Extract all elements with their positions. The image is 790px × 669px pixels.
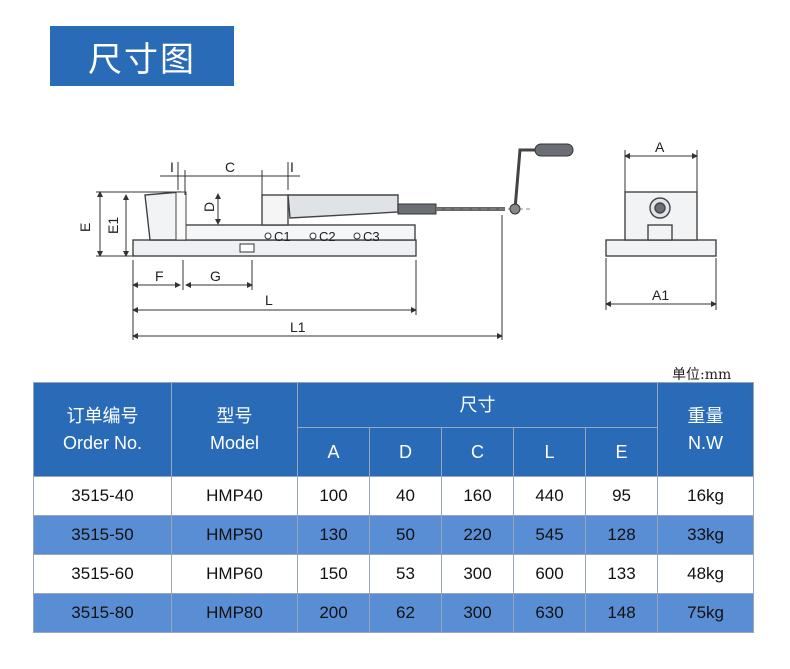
label-G: G	[210, 268, 221, 284]
cell-D: 50	[369, 515, 442, 555]
label-E: E	[77, 223, 93, 232]
cell-E: 148	[584, 593, 659, 633]
label-F: F	[155, 268, 164, 284]
label-D: D	[201, 202, 217, 212]
table-row: 3515-50 HMP50 130 50 220 545 128 33kg	[33, 515, 755, 555]
cell-weight: 48kg	[657, 554, 755, 594]
label-C1: C1	[274, 229, 291, 244]
table-row: 3515-40 HMP40 100 40 160 440 95 16kg	[33, 476, 755, 516]
cell-weight: 33kg	[657, 515, 755, 555]
header-weight: 重量 N.W	[657, 382, 755, 477]
table-row: 3515-60 HMP60 150 53 300 600 133 48kg	[33, 554, 755, 594]
header-dim-D: D	[369, 427, 442, 477]
page-title: 尺寸图	[50, 26, 234, 86]
cell-C: 160	[441, 476, 514, 516]
cell-E: 95	[584, 476, 659, 516]
header-dim-A: A	[297, 427, 370, 477]
cell-D: 62	[369, 593, 442, 633]
header-order: 订单编号 Order No.	[33, 382, 172, 477]
cell-E: 128	[584, 515, 659, 555]
cell-order: 3515-50	[33, 515, 172, 555]
moving-jaw	[261, 194, 289, 226]
header-dim-C: C	[441, 427, 514, 477]
cell-L: 630	[513, 593, 586, 633]
vise-body	[184, 224, 416, 241]
dimension-drawing: I C I D E E1 C1 C2 C3 F G L L1 A A1	[77, 139, 717, 340]
cell-weight: 75kg	[657, 593, 755, 633]
cell-order: 3515-40	[33, 476, 172, 516]
cell-weight: 16kg	[657, 476, 755, 516]
cell-A: 130	[297, 515, 370, 555]
cell-model: HMP50	[171, 515, 298, 555]
cell-A: 150	[297, 554, 370, 594]
label-C3: C3	[363, 229, 380, 244]
cell-D: 53	[369, 554, 442, 594]
crank-handle	[513, 148, 545, 210]
cell-L: 440	[513, 476, 586, 516]
table-row: 3515-80 HMP80 200 62 300 630 148 75kg	[33, 593, 755, 633]
header-model: 型号 Model	[171, 382, 298, 477]
cell-order: 3515-80	[33, 593, 172, 633]
unit-note: 单位:mm	[672, 367, 732, 383]
label-E1: E1	[105, 217, 121, 234]
cell-order: 3515-60	[33, 554, 172, 594]
cell-L: 600	[513, 554, 586, 594]
cell-model: HMP80	[171, 593, 298, 633]
label-L1: L1	[290, 319, 306, 335]
cell-C: 300	[441, 593, 514, 633]
header-dim-E: E	[584, 427, 659, 477]
label-I-left: I	[170, 159, 174, 175]
header-dimensions: 尺寸	[296, 382, 659, 428]
label-C2: C2	[319, 229, 336, 244]
cell-model: HMP40	[171, 476, 298, 516]
cell-E: 133	[584, 554, 659, 594]
cell-A: 200	[297, 593, 370, 633]
cell-A: 100	[297, 476, 370, 516]
cell-model: HMP60	[171, 554, 298, 594]
header-dim-L: L	[513, 427, 586, 477]
lead-screw	[397, 203, 437, 215]
cell-C: 300	[441, 554, 514, 594]
label-I-right: I	[290, 159, 294, 175]
cell-L: 545	[513, 515, 586, 555]
spec-table: 订单编号 Order No. 型号 Model 尺寸 重量 N.W A D C …	[33, 382, 755, 633]
cell-C: 220	[441, 515, 514, 555]
label-A: A	[655, 139, 665, 155]
label-C: C	[225, 159, 235, 175]
front-view-base	[605, 239, 717, 257]
label-A1: A1	[652, 287, 669, 303]
cell-D: 40	[369, 476, 442, 516]
label-L: L	[265, 292, 273, 308]
